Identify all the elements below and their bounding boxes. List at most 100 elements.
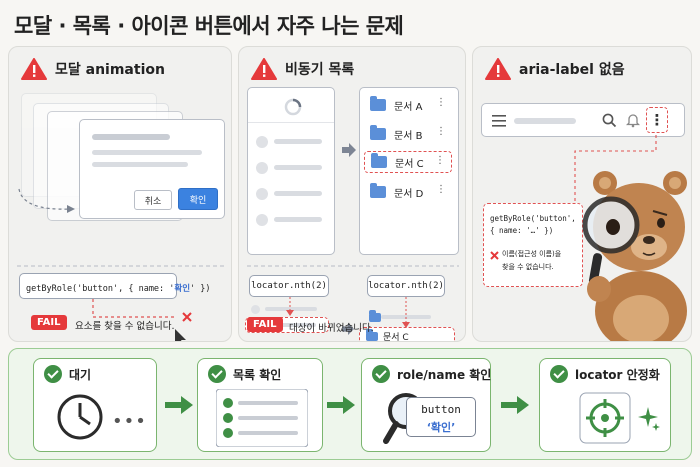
placeholder-line (265, 307, 317, 311)
panel-title: 비동기 목록 (251, 58, 354, 80)
check-icon (550, 365, 568, 383)
panel-modal-animation: 모달 animation 취소 확인 getByRole('button', {… (8, 46, 232, 342)
motion-arrow (18, 188, 75, 213)
transition-arrow (342, 143, 356, 157)
fail-message: 대상이 바뀌었습니다. (289, 323, 374, 334)
more-icon[interactable]: ⋮ (436, 97, 446, 108)
step-arrow (501, 396, 529, 414)
code-line-2: { name: '…' }) (490, 226, 554, 235)
search-icon[interactable] (602, 113, 617, 128)
app-title-placeholder (514, 118, 576, 124)
placeholder-line (274, 139, 322, 144)
folder-icon (371, 153, 387, 168)
step-label: locator 안정화 (575, 367, 660, 382)
confirm-button[interactable]: 확인 (178, 188, 218, 210)
fail-message: 요소를 찾을 수 없습니다. (75, 321, 175, 332)
miss-arrow (92, 299, 192, 341)
panel-title: 모달 animation (21, 58, 165, 80)
warning-icon (485, 58, 511, 80)
step-role-name: role/name 확인 button ‘확인’ (361, 358, 491, 452)
pointer-line (574, 135, 657, 243)
more-icon[interactable]: ⋮ (646, 107, 668, 133)
target-icon (579, 392, 631, 444)
list-item[interactable]: 문서 D⋮ (364, 181, 452, 203)
warning-icon (251, 58, 277, 80)
list-item[interactable]: 문서 A⋮ (364, 94, 452, 116)
role-card-line-1: button (421, 403, 461, 416)
locator-pointer (286, 297, 294, 316)
role-card: button ‘확인’ (406, 397, 476, 437)
modal-text-line (92, 150, 202, 155)
page-title: 모달 · 목록 · 아이콘 버튼에서 자주 나는 문제 (14, 14, 404, 38)
step-wait: 대기 ••• (33, 358, 157, 452)
step-arrow (165, 396, 193, 414)
loading-spinner-icon (284, 98, 302, 116)
loaded-list: 문서 A⋮ 문서 B⋮ 문서 C⋮ 문서 D⋮ (359, 87, 459, 255)
step-list-check: 목록 확인 (197, 358, 323, 452)
folder-icon (370, 96, 386, 111)
placeholder-line (274, 165, 322, 170)
locator-pointer (402, 297, 410, 328)
after-highlighted-item: 문서 C (359, 327, 455, 341)
more-icon[interactable]: ⋮ (435, 155, 445, 166)
fail-badge: FAIL (247, 317, 283, 332)
check-icon (208, 365, 226, 383)
panel-async-list: 비동기 목록 문서 A⋮ 문서 B⋮ 문서 C⋮ 문서 D⋮ locator.n… (238, 46, 466, 342)
code-snippet: getByRole('button', { name: '확인' }) (19, 273, 211, 299)
ellipsis-icon: ••• (112, 411, 147, 432)
more-icon[interactable]: ⋮ (436, 126, 446, 137)
panel-divider (247, 265, 459, 267)
folder-icon (369, 310, 381, 322)
list-item-highlighted[interactable]: 문서 C⋮ (364, 151, 452, 173)
fail-badge: FAIL (31, 315, 67, 330)
list-item[interactable]: 문서 B⋮ (364, 123, 452, 145)
clock-icon (57, 394, 103, 440)
check-icon (44, 365, 62, 383)
placeholder-line (274, 217, 322, 222)
checklist-icon (216, 389, 308, 447)
modal-text-line (92, 134, 170, 140)
error-card: getByRole('button', { name: '…' }) 이름(접근… (483, 203, 583, 287)
placeholder-dot (251, 305, 260, 314)
bell-icon[interactable] (626, 113, 640, 128)
loading-list (247, 87, 335, 255)
panel-title: aria-label 없음 (485, 58, 625, 80)
placeholder-line (274, 191, 322, 196)
error-x-icon (490, 251, 499, 260)
folder-icon (370, 125, 386, 140)
placeholder-dot (256, 214, 268, 226)
modal-text-line (92, 162, 188, 167)
transition-arrow (342, 323, 354, 335)
locator-label-before: locator.nth(2) (249, 275, 329, 297)
check-icon (372, 365, 390, 383)
sparkle-icon (638, 407, 660, 431)
panel-divider (17, 265, 225, 267)
placeholder-dot (256, 162, 268, 174)
resolution-steps: 대기 ••• 목록 확인 role/name 확인 button ‘확인’ lo… (8, 348, 692, 460)
placeholder-dot (256, 188, 268, 200)
folder-icon (366, 328, 378, 341)
placeholder-line (264, 323, 316, 327)
step-arrow (327, 396, 355, 414)
more-icon[interactable]: ⋮ (436, 184, 446, 195)
app-bar: ⋮ (481, 103, 685, 137)
modal-dialog: 취소 확인 (79, 119, 225, 219)
step-label: 목록 확인 (233, 367, 282, 382)
code-prefix: getByRole('button', { name: ' (26, 284, 175, 294)
folder-icon (370, 183, 386, 198)
step-label: role/name 확인 (397, 367, 492, 382)
code-name-highlight: 확인 (174, 284, 191, 294)
panel-aria-label: aria-label 없음 ⋮ getByRole('button', { na… (472, 46, 692, 342)
placeholder-dot (256, 136, 268, 148)
warning-icon (21, 58, 47, 80)
error-line-2: 찾을 수 없습니다. (502, 263, 554, 271)
bear-magnifier-illustration (582, 171, 687, 341)
cancel-button[interactable]: 취소 (134, 190, 172, 210)
menu-icon[interactable] (492, 115, 506, 127)
step-label: 대기 (69, 367, 92, 382)
locator-label-after: locator.nth(2) (367, 275, 445, 297)
code-suffix: ' }) (190, 284, 211, 294)
step-locator-stabilize: locator 안정화 (539, 358, 671, 452)
code-line-1: getByRole('button', (490, 214, 576, 223)
role-card-line-2: ‘확인’ (426, 421, 456, 434)
